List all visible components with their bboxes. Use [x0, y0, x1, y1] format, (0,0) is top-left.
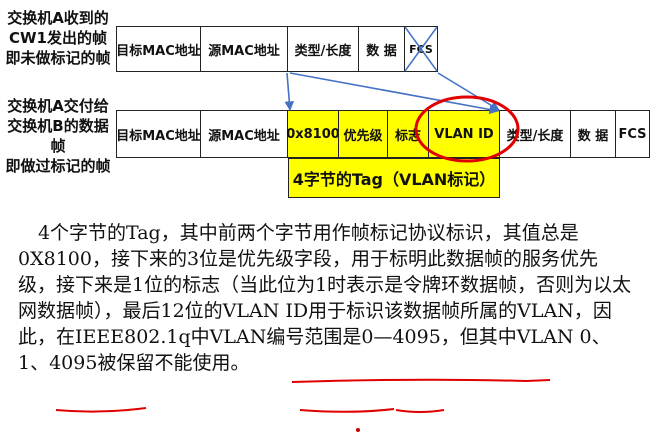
tagged-src-mac: 源MAC地址: [200, 110, 288, 158]
insertion-arrow: [284, 72, 295, 111]
tagged-type-length: 类型/长度: [499, 110, 571, 158]
handwritten-underline: [291, 378, 551, 383]
untagged-src-mac: 源MAC地址: [200, 26, 288, 72]
vlan-id-highlight-circle: [414, 95, 520, 163]
untagged-dst-mac: 目标MAC地址: [116, 26, 201, 72]
tag-label: 4字节的Tag（VLAN标记）: [288, 158, 500, 198]
cursor-dot: [356, 428, 360, 432]
tagged-dst-mac: 目标MAC地址: [116, 110, 201, 158]
explanation-paragraph: 4个字节的Tag，其中前两个字节用作帧标记协议标识，其值总是0X8100，接下来…: [18, 222, 632, 374]
handwritten-underline: [395, 409, 445, 413]
untagged-type-length: 类型/长度: [287, 26, 359, 72]
insertion-arrow: [437, 72, 500, 111]
handwritten-underline: [55, 407, 147, 413]
tag-vlan-id-field: VLAN ID: [428, 110, 500, 158]
tag-priority-field: 优先级: [338, 110, 388, 158]
untagged-frame-label: 交换机A收到的 CW1发出的帧 即未做标记的帧: [5, 9, 111, 67]
tagged-data: 数 据: [570, 110, 616, 158]
tagged-frame-label: 交换机A交付给 交换机B的数据帧 即做过标记的帧: [5, 97, 111, 175]
tag-flag-field: 标志: [387, 110, 429, 158]
untagged-data: 数 据: [358, 26, 405, 72]
tag-tpid-field: 0x8100: [286, 110, 340, 158]
fcs-cross-line: [404, 26, 438, 72]
handwritten-underline: [299, 408, 395, 413]
insertion-arrow: [289, 72, 499, 115]
tagged-fcs: FCS: [615, 110, 650, 158]
